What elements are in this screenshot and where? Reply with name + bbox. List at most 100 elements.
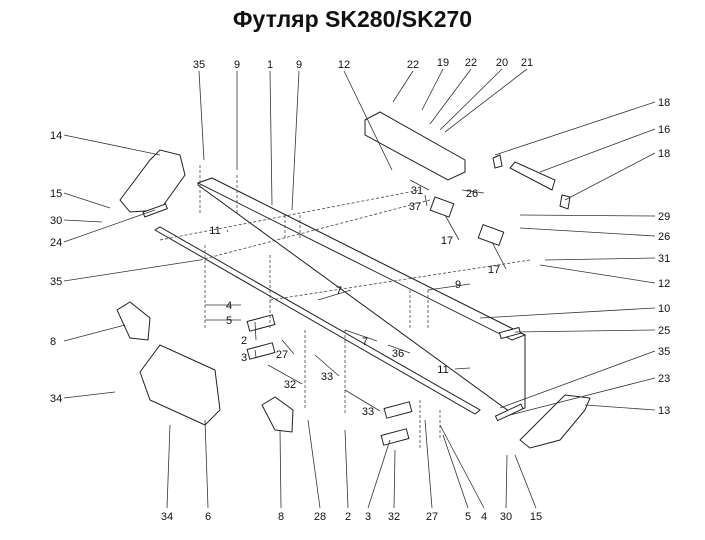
leader-line (63, 259, 201, 282)
callout-label: 7 (362, 336, 368, 348)
panel-part (509, 161, 556, 191)
leader-line (509, 377, 656, 416)
leader-line (63, 192, 111, 209)
callout-label: 35 (50, 276, 62, 288)
handle-17b (477, 224, 505, 246)
leader-line (519, 214, 656, 217)
callout-label: 18 (658, 97, 670, 109)
callout-label: 17 (488, 264, 500, 276)
callout-label: 4 (481, 511, 487, 523)
leader-line (314, 354, 340, 377)
leader-line (442, 434, 469, 509)
leader-line (204, 419, 209, 509)
handle-17a (429, 196, 455, 218)
frame-top-rail (196, 177, 527, 341)
callout-label: 21 (521, 57, 533, 69)
callout-label: 2 (345, 511, 351, 523)
callout-label: 16 (658, 124, 670, 136)
callout-label: 34 (161, 511, 173, 523)
callout-label: 12 (338, 59, 350, 71)
callout-label: 32 (284, 379, 296, 391)
callout-label: 15 (50, 188, 62, 200)
callout-label: 9 (234, 59, 240, 71)
callout-label: 3 (365, 511, 371, 523)
callout-label: 31 (411, 185, 423, 197)
callout-label: 7 (336, 285, 342, 297)
callout-label: 20 (496, 57, 508, 69)
callout-label: 32 (388, 511, 400, 523)
leader-line (427, 283, 471, 291)
callout-label: 8 (50, 336, 56, 348)
callout-label: 9 (455, 279, 461, 291)
callout-label: 2 (241, 335, 247, 347)
leader-line (514, 329, 656, 333)
callout-label: 27 (426, 511, 438, 523)
end-cap-right (519, 394, 591, 449)
bracket-8-center (261, 396, 294, 433)
leader-line (519, 227, 656, 237)
plate-part (383, 401, 413, 419)
callout-label: 27 (276, 349, 288, 361)
callout-label: 22 (407, 59, 419, 71)
leader-line (424, 194, 428, 207)
callout-label: 34 (50, 393, 62, 405)
frame-part (197, 177, 526, 413)
leader-line (198, 70, 205, 161)
callout-label: 11 (209, 225, 220, 237)
callout-label: 6 (205, 511, 211, 523)
clip-part (559, 194, 571, 210)
callout-label: 24 (50, 237, 62, 249)
callout-label: 18 (658, 148, 670, 160)
leader-line (392, 70, 414, 103)
callout-label: 36 (392, 348, 404, 360)
callout-label: 35 (658, 346, 670, 358)
leader-line (539, 264, 656, 284)
leader-line (63, 219, 103, 223)
leader-line (317, 289, 352, 301)
diagram-title: Футляр SK280/SK270 (232, 6, 473, 32)
callout-label: 15 (530, 511, 542, 523)
leader-line (479, 307, 656, 319)
callout-label: 12 (658, 278, 670, 290)
frame-side-rail (154, 226, 481, 415)
leader-line (544, 257, 656, 261)
callout-label: 22 (465, 57, 477, 69)
leader-line (307, 419, 321, 509)
leader-line (514, 454, 537, 509)
leader-line (344, 329, 378, 342)
callout-label: 14 (50, 130, 62, 142)
leader-line (439, 424, 485, 509)
parts-drawing (116, 111, 591, 450)
leader-line (505, 454, 508, 509)
plate-part (380, 428, 410, 446)
leader-line (439, 68, 503, 131)
callout-label: 5 (465, 511, 471, 523)
leader-line (491, 241, 507, 270)
callout-label: 37 (409, 201, 421, 213)
leader-line (254, 349, 257, 358)
callout-label: 3 (241, 352, 247, 364)
strip-part (498, 326, 522, 340)
callout-label: 33 (321, 371, 333, 383)
callout-label: 4 (226, 300, 232, 312)
callout-label: 11 (437, 364, 448, 376)
leader-line (226, 229, 229, 233)
strip-part (142, 203, 168, 218)
leader-line (63, 209, 156, 243)
bracket-8-left (116, 301, 151, 341)
callout-label: 26 (466, 188, 478, 200)
bracket-part (139, 344, 221, 426)
leader-line (166, 424, 171, 509)
leader-line (281, 339, 295, 355)
clip-part (492, 154, 503, 169)
leader-line (444, 214, 460, 241)
leader-line (424, 419, 433, 509)
leader-line (584, 404, 656, 411)
leader-line (367, 439, 391, 509)
callout-label: 19 (437, 57, 449, 69)
leader-line (539, 128, 656, 173)
callout-label: 8 (278, 511, 284, 523)
plate-part (246, 342, 276, 360)
leader-line (291, 70, 300, 211)
